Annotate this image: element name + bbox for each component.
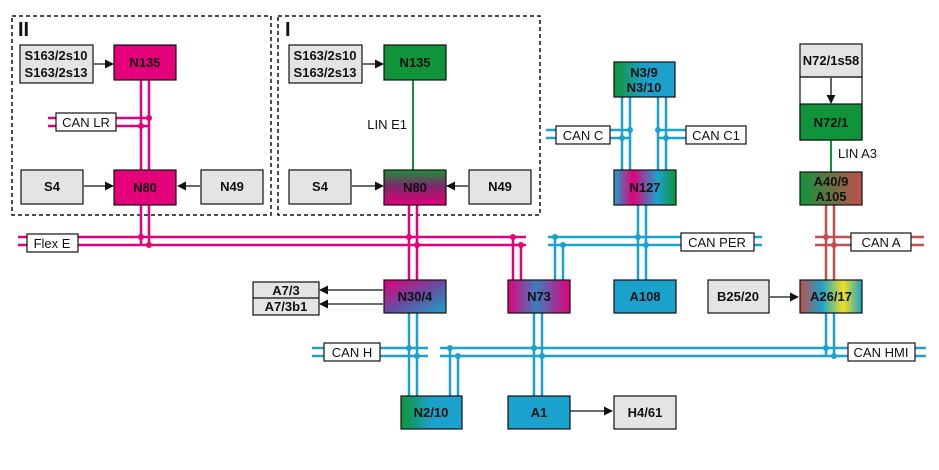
label-flex-e: Flex E [34, 236, 71, 251]
svg-text:A1: A1 [531, 405, 548, 420]
label-can-per: CAN PER [688, 235, 746, 250]
label-lin-a3: LIN A3 [838, 146, 877, 161]
label-can-hmi: CAN HMI [854, 345, 909, 360]
svg-text:S4: S4 [44, 179, 61, 194]
svg-text:N73: N73 [527, 289, 551, 304]
node-a26-17: A26/17 [799, 279, 863, 314]
node-a7-3: A7/3 A7/3b1 [252, 281, 320, 316]
node-i-n80: N80 [383, 169, 447, 206]
svg-text:N3/10: N3/10 [627, 80, 662, 95]
svg-text:N72/1s58: N72/1s58 [803, 53, 859, 68]
label-can-a: CAN A [861, 235, 900, 250]
node-n127: N127 [613, 169, 677, 206]
svg-text:N72/1: N72/1 [814, 115, 849, 130]
label-can-lr: CAN LR [62, 115, 110, 130]
magenta-junctions [138, 115, 524, 248]
node-ii-switch-b: S163/2s13 [25, 65, 88, 80]
node-ii-n80: N80 [113, 169, 177, 206]
svg-text:B25/20: B25/20 [717, 289, 759, 304]
svg-text:N2/10: N2/10 [414, 405, 449, 420]
node-ii-n49: N49 [200, 169, 264, 205]
label-can-c: CAN C [563, 128, 603, 143]
node-h4-61: H4/61 [613, 395, 677, 430]
svg-text:N80: N80 [403, 180, 427, 195]
cyan-junctions [406, 127, 837, 359]
magenta-bus-lines [18, 80, 526, 280]
node-i-s4: S4 [288, 169, 352, 205]
svg-text:A26/17: A26/17 [810, 289, 852, 304]
node-i-switch-b: S163/2s13 [294, 65, 357, 80]
node-b25-20: B25/20 [707, 279, 770, 314]
node-ii-n135: N135 [113, 44, 177, 81]
svg-text:H4/61: H4/61 [628, 405, 663, 420]
bus-labels: Flex E CAN LR LIN E1 CAN C CAN C1 CAN PE… [26, 112, 916, 362]
svg-text:A40/9: A40/9 [814, 174, 849, 189]
frame-i-label: I [285, 19, 291, 41]
node-i-n49: N49 [468, 169, 532, 205]
node-ii-switch: S163/2s10 S163/2s13 [19, 44, 94, 84]
svg-text:A7/3b1: A7/3b1 [265, 299, 308, 314]
svg-text:N127: N127 [629, 180, 660, 195]
svg-text:N135: N135 [129, 55, 160, 70]
node-n73: N73 [507, 279, 571, 314]
arrows [84, 59, 836, 416]
node-n30-4: N30/4 [383, 279, 447, 314]
node-i-n135: N135 [383, 44, 447, 81]
red-junctions [823, 234, 837, 248]
node-a1: A1 [507, 395, 571, 430]
svg-text:S4: S4 [312, 179, 329, 194]
svg-text:N30/4: N30/4 [398, 289, 433, 304]
green-lin-lines [412, 80, 832, 172]
node-n2-10: N2/10 [400, 395, 463, 430]
node-n72-1s58: N72/1s58 [799, 43, 863, 78]
svg-text:A7/3: A7/3 [272, 283, 299, 298]
svg-text:A108: A108 [629, 289, 660, 304]
frame-ii [11, 15, 272, 216]
node-n72-1: N72/1 [799, 103, 863, 141]
svg-text:A105: A105 [815, 189, 846, 204]
svg-text:N135: N135 [399, 55, 430, 70]
svg-text:N3/9: N3/9 [630, 65, 657, 80]
node-a108: A108 [613, 279, 677, 314]
frame-ii-label: II [18, 19, 29, 41]
node-i-switch: S163/2s10 S163/2s13 [288, 44, 363, 84]
label-lin-e1: LIN E1 [367, 117, 407, 132]
label-can-c1: CAN C1 [692, 128, 740, 143]
node-ii-switch-a: S163/2s10 [25, 48, 88, 63]
svg-text:N80: N80 [133, 180, 157, 195]
svg-text:N49: N49 [488, 179, 512, 194]
node-n3-9: N3/9 N3/10 [613, 61, 676, 98]
node-ii-s4: S4 [20, 169, 84, 205]
node-a40-9: A40/9 A105 [799, 171, 863, 206]
label-can-h: CAN H [332, 345, 372, 360]
node-i-switch-a: S163/2s10 [294, 48, 357, 63]
svg-text:N49: N49 [220, 179, 244, 194]
